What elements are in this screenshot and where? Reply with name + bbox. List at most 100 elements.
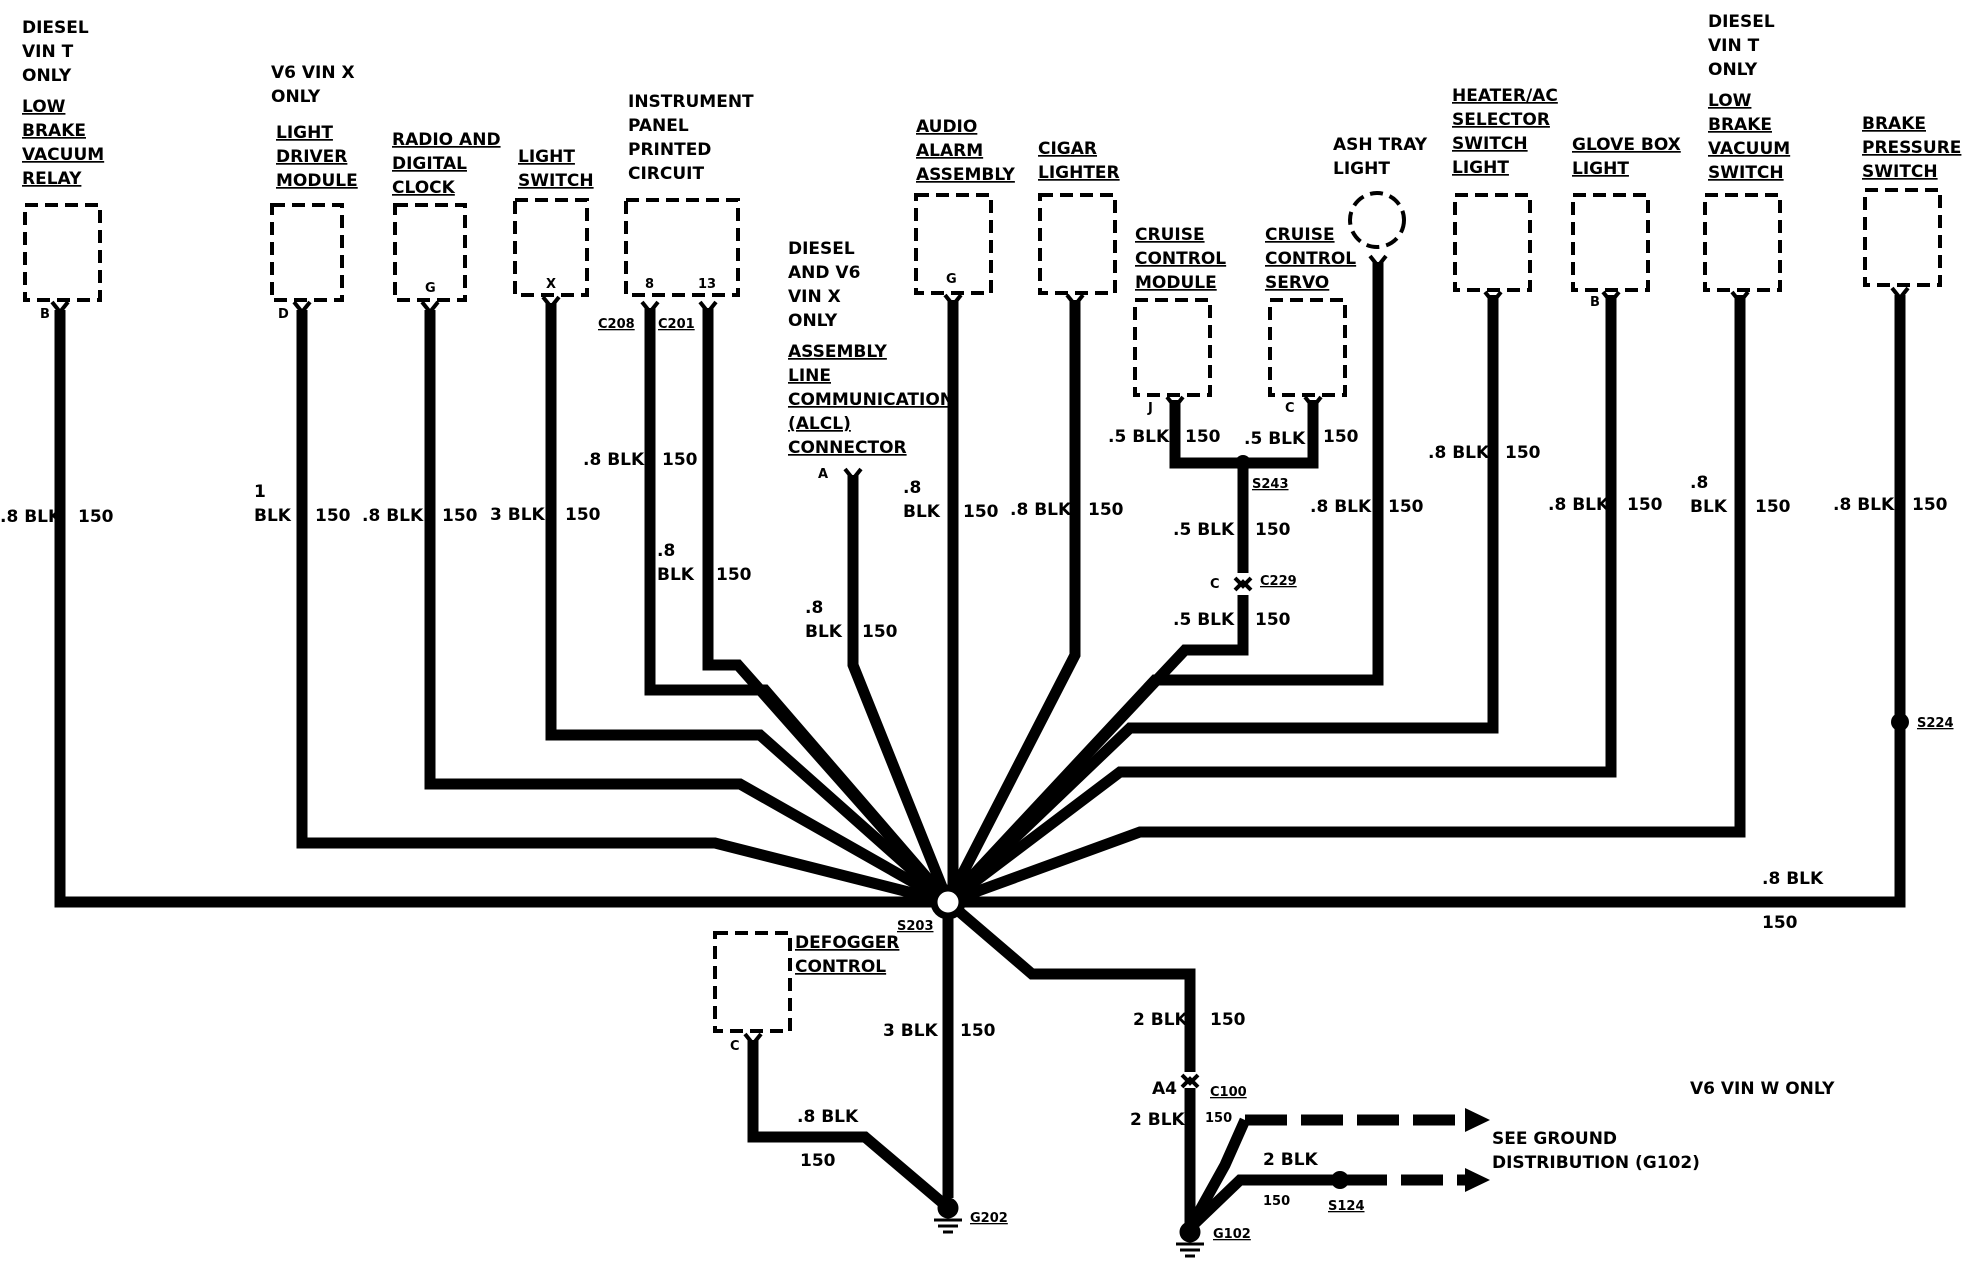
wire-low-brake-switch xyxy=(946,295,1746,908)
circuit-label: 150 xyxy=(1205,1111,1232,1126)
wire-size-label: .8 xyxy=(805,598,823,618)
splice-s243-icon xyxy=(1235,455,1251,471)
wire-size-label: .8 BLK xyxy=(1833,495,1895,515)
component-name: RELAY xyxy=(22,169,82,189)
note-label: ONLY xyxy=(1708,60,1758,80)
note-label: VIN T xyxy=(1708,36,1760,56)
circuit-label: 150 xyxy=(1762,913,1798,933)
wire-size-label: 2 BLK xyxy=(1133,1010,1189,1030)
note-label: DIESEL xyxy=(788,239,855,259)
component-name: MODULE xyxy=(276,171,358,191)
terminal-fork-icon xyxy=(292,300,312,316)
box-glove-box xyxy=(1571,193,1650,292)
component-name: CONTROL xyxy=(1265,249,1356,269)
component-name: CIGAR xyxy=(1038,139,1097,159)
wire-size-label: .8 BLK xyxy=(0,507,62,527)
pin-label: J xyxy=(1147,401,1153,416)
splice-s203-icon xyxy=(930,884,966,920)
box-brake-pressure xyxy=(1863,188,1942,287)
circuit-label: 150 xyxy=(1210,1010,1246,1030)
note-label: DIESEL xyxy=(22,18,89,38)
wire-radio xyxy=(424,310,951,907)
wire-size-label: .8 BLK xyxy=(797,1107,859,1127)
component-name: LOW xyxy=(22,97,66,117)
pin-label: G xyxy=(425,281,436,296)
box-instrument-panel xyxy=(624,198,740,297)
note-label: ONLY xyxy=(788,311,838,331)
component-name: AUDIO xyxy=(916,117,977,137)
component-name: RADIO AND xyxy=(392,130,501,150)
circuit-label: 150 xyxy=(565,505,601,525)
component-name: HEATER/AC xyxy=(1452,86,1558,106)
wire-size-label: .5 BLK xyxy=(1108,427,1170,447)
wire-ip-pin13 xyxy=(702,308,953,906)
pin-label: D xyxy=(278,307,289,322)
wire-size-label: .8 BLK xyxy=(362,506,424,526)
pin-label: C xyxy=(1285,401,1295,416)
ash-tray-lamp-icon xyxy=(1348,191,1406,249)
component-name: BRAKE xyxy=(1862,114,1926,134)
note-label: AND V6 xyxy=(788,263,860,283)
component-name: MODULE xyxy=(1135,273,1217,293)
pin-label: B xyxy=(1590,295,1600,310)
terminal-fork-icon xyxy=(743,1032,763,1048)
wire-size-label: .8 BLK xyxy=(1310,497,1372,517)
reference-label: SEE GROUND xyxy=(1492,1129,1617,1149)
box-low-brake-relay xyxy=(23,203,102,302)
wire-size-label: .8 BLK xyxy=(1548,495,1610,515)
circuit-label: 150 xyxy=(1912,495,1948,515)
component-name: SELECTOR xyxy=(1452,110,1550,130)
connector-c229-icon xyxy=(1233,576,1253,592)
wire-g102-branch-a xyxy=(1185,1117,1251,1231)
wire-cruise-servo xyxy=(1243,400,1319,469)
terminal-fork-icon xyxy=(1483,290,1503,306)
wire-size-label: .8 BLK xyxy=(1428,443,1490,463)
terminal-fork-icon xyxy=(1890,286,1910,302)
circuit-label: 150 xyxy=(716,565,752,585)
terminal-fork-icon xyxy=(420,300,440,316)
component-name: CLOCK xyxy=(392,178,456,198)
wire-size-label: 3 BLK xyxy=(883,1021,939,1041)
terminal-fork-icon xyxy=(1065,293,1085,309)
component-name: LINE xyxy=(788,366,831,386)
box-cruise-module xyxy=(1133,298,1212,397)
wire-size-label: BLK xyxy=(657,565,695,585)
ground-label: G202 xyxy=(970,1211,1008,1226)
box-radio xyxy=(393,203,467,302)
terminals xyxy=(50,254,1910,1089)
component-name: ASH TRAY xyxy=(1333,135,1428,155)
wire-size-label: 2 BLK xyxy=(1130,1110,1186,1130)
note-label: DIESEL xyxy=(1708,12,1775,32)
component-name: LIGHT xyxy=(518,147,575,167)
wire-low-brake-relay xyxy=(54,310,948,908)
component-name: ASSEMBLY xyxy=(788,342,888,362)
circuit-label: 150 xyxy=(1263,1194,1290,1209)
arrow-left-icon xyxy=(1465,1108,1490,1132)
component-name: LIGHT xyxy=(1333,159,1390,179)
circuit-label: 150 xyxy=(1388,497,1424,517)
terminal-fork-icon xyxy=(1165,395,1185,411)
splice-label: S124 xyxy=(1328,1199,1365,1214)
wire-harness xyxy=(54,262,1906,1232)
terminal-fork-icon xyxy=(640,300,660,316)
circuit-label: 150 xyxy=(1088,500,1124,520)
component-name: ALARM xyxy=(916,141,983,161)
wire-heater xyxy=(944,295,1499,906)
component-name: BRAKE xyxy=(1708,115,1772,135)
wire-size-label: BLK xyxy=(254,506,292,526)
connector-label: C201 xyxy=(658,317,695,332)
wire-cigar xyxy=(943,300,1081,905)
ground-g102-icon xyxy=(1176,1221,1204,1258)
wire-ash-tray xyxy=(943,262,1384,906)
component-name: CONNECTOR xyxy=(788,438,907,458)
terminal-fork-icon xyxy=(698,300,718,316)
pin-label: C xyxy=(1210,577,1220,592)
pin-label: B xyxy=(40,307,50,322)
component-name: LIGHT xyxy=(1452,158,1509,178)
component-name: SWITCH xyxy=(518,171,594,191)
circuit-label: 150 xyxy=(78,507,114,527)
wire-size-label: .8 xyxy=(1690,473,1708,493)
box-heater-selector xyxy=(1453,193,1532,292)
wire-alcl xyxy=(847,475,954,905)
